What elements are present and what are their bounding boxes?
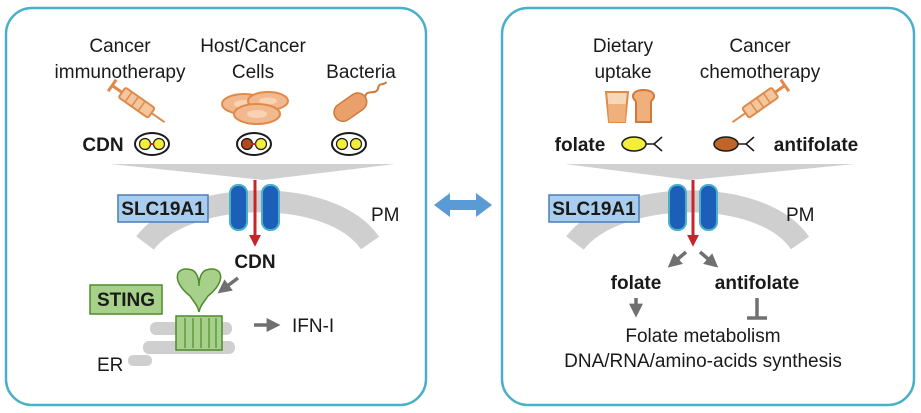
source-label-chemotherapy-line1: Cancer — [729, 36, 791, 57]
source-label-host-cancer-cells-line2: Cells — [232, 62, 274, 83]
er-label: ER — [97, 355, 123, 376]
membrane-label: PM — [786, 205, 815, 226]
right-panel: Dietary uptake Cancer chemotherapy folat… — [500, 6, 916, 407]
transporter-label-box — [117, 194, 209, 223]
folate-label: folate — [555, 135, 606, 156]
transporter-label: SLC19A1 — [552, 199, 636, 220]
folate-inside-label: folate — [611, 273, 662, 294]
source-label-dietary-line2: uptake — [594, 62, 651, 83]
source-label-dietary-line1: Dietary — [593, 36, 654, 57]
funnel-shape — [110, 164, 395, 180]
antifolate-inhibition-icon — [747, 298, 767, 320]
source-label-chemotherapy-line2: chemotherapy — [700, 62, 821, 83]
source-label-bacteria: Bacteria — [326, 62, 396, 83]
transporter-icon — [229, 184, 280, 231]
antifolate-inside-label: antifolate — [715, 273, 799, 294]
cdn-molecule-icon — [134, 132, 170, 156]
cdn-label: CDN — [82, 135, 123, 156]
sting-label-box — [89, 284, 163, 315]
source-label-host-cancer-cells-line1: Host/Cancer — [200, 36, 306, 57]
to-antifolate-arrow — [698, 250, 719, 268]
folate-molecule-icon — [621, 136, 663, 152]
food-icon — [604, 89, 656, 123]
bacteria-icon — [333, 81, 388, 123]
antifolate-molecule-icon — [713, 136, 755, 152]
antifolate-label: antifolate — [774, 135, 858, 156]
syringe-icon — [731, 78, 791, 124]
cdn-inside-label: CDN — [234, 252, 275, 273]
transporter-icon — [668, 184, 718, 231]
transporter-label-box — [548, 194, 640, 223]
cells-icon — [221, 91, 289, 125]
transporter-label: SLC19A1 — [121, 199, 205, 220]
membrane-label: PM — [371, 205, 400, 226]
sting-label: STING — [97, 290, 155, 311]
source-label-cancer-immunotherapy-line2: immunotherapy — [55, 62, 186, 83]
plasma-membrane — [566, 190, 810, 251]
left-panel: Cancer immunotherapy Host/Cancer Cells B… — [4, 6, 428, 407]
ifn-label: IFN-I — [292, 316, 334, 337]
plasma-membrane — [136, 190, 380, 251]
metabolism-label: Folate metabolism — [625, 326, 780, 347]
to-folate-arrow — [667, 250, 688, 268]
cdn-to-sting-arrow — [217, 276, 240, 294]
sting-protein-icon — [175, 268, 223, 351]
syringe-icon — [106, 78, 166, 124]
cdn-molecule-icon — [331, 132, 367, 156]
synthesis-label: DNA/RNA/amino-acids synthesis — [564, 351, 842, 372]
source-label-cancer-immunotherapy-line1: Cancer — [89, 36, 151, 57]
bidirectional-arrow-icon — [434, 193, 492, 217]
funnel-shape — [565, 164, 855, 180]
cdn-molecule-icon — [236, 132, 272, 156]
